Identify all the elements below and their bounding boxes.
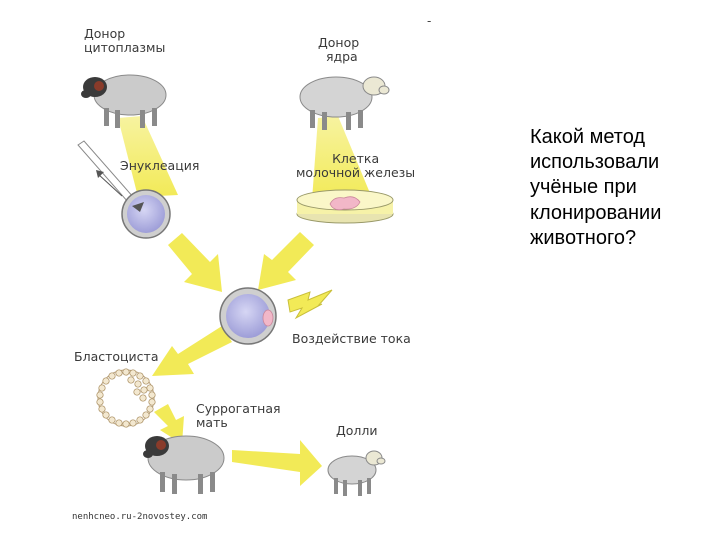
question-text: Какой метод использовали учёные при клон… — [530, 126, 662, 249]
label-enucleation: Энуклеация — [120, 158, 200, 173]
source-watermark: nenhcneo.ru-2novostey.com — [72, 512, 208, 522]
arrow-to-fusion-right — [258, 232, 314, 290]
label-mammary-cell: Клетка молочной железы — [296, 151, 416, 181]
lamb-dolly-icon — [327, 450, 386, 496]
egg-cell-enucleated-icon — [121, 189, 171, 239]
label-cytoplasm-donor: Донор цитоплазмы — [84, 26, 166, 56]
label-electric-current: Воздействие тока — [292, 331, 411, 346]
arrow-to-fusion-left — [168, 233, 222, 292]
blastocyst-icon — [96, 368, 156, 428]
label-dolly: Долли — [336, 423, 378, 438]
sheep-surrogate-mother-icon — [143, 435, 225, 494]
label-nucleus-donor: Донор ядра — [318, 35, 360, 65]
arrow-to-dolly — [232, 440, 322, 486]
pipette-icon — [77, 140, 135, 203]
stray-mark: - — [427, 14, 432, 28]
sheep-nucleus-donor-icon — [299, 76, 390, 130]
arrow-to-blastocyst — [152, 326, 232, 376]
lightning-bolt-icon — [287, 289, 333, 320]
egg-cell-fused-icon — [219, 287, 277, 345]
petri-dish-icon — [296, 189, 394, 224]
label-blastocyst: Бластоциста — [74, 349, 159, 364]
beam-cytoplasm-donor — [118, 116, 178, 197]
sheep-cytoplasm-donor-icon — [81, 74, 167, 128]
arrow-to-surrogate — [154, 404, 184, 444]
beam-nucleus-donor — [312, 116, 372, 200]
label-surrogate-mother: Суррогатная мать — [196, 401, 281, 431]
